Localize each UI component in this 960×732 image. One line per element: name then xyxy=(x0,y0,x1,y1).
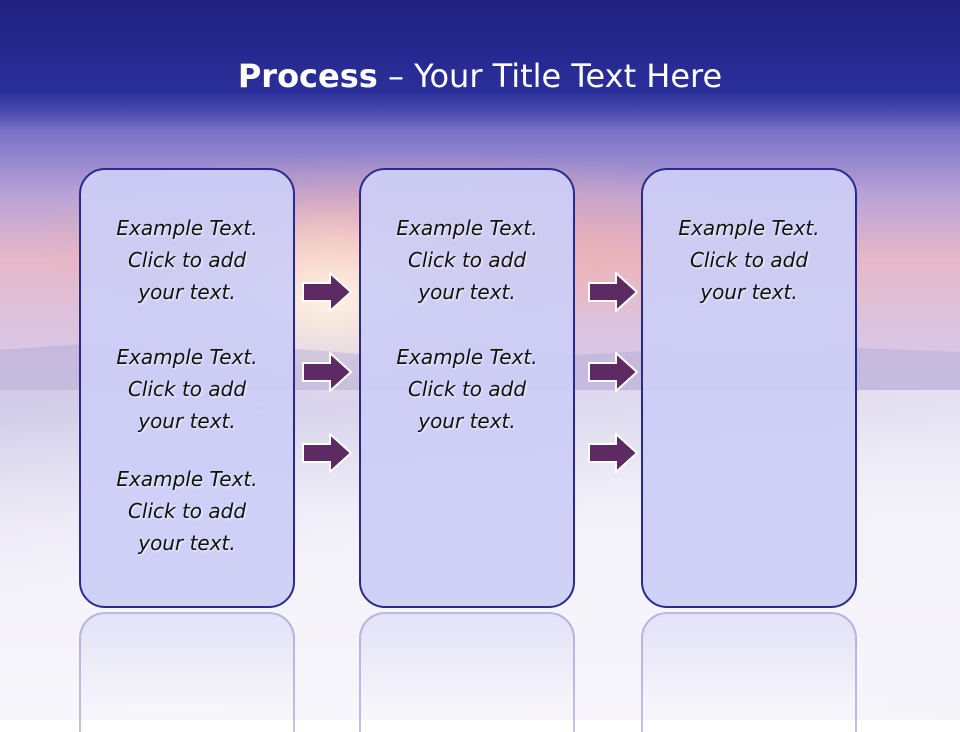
text-line: Example Text. xyxy=(116,216,258,240)
box-reflection xyxy=(79,612,295,732)
text-block[interactable]: Example Text. Click to add your text. xyxy=(361,341,573,437)
text-line: Click to add xyxy=(407,248,527,272)
text-line: your text. xyxy=(138,409,236,433)
text-line: your text. xyxy=(138,280,236,304)
text-line: your text. xyxy=(700,280,798,304)
text-line: Example Text. xyxy=(396,345,538,369)
title-bold: Process xyxy=(237,57,378,95)
right-arrow-icon xyxy=(588,352,638,392)
text-line: Click to add xyxy=(127,499,247,523)
slide-title[interactable]: Process – Your Title Text Here xyxy=(0,55,960,97)
text-block[interactable]: Example Text. Click to add your text. xyxy=(643,212,855,308)
text-block[interactable]: Example Text. Click to add your text. xyxy=(81,341,293,437)
text-line: your text. xyxy=(138,531,236,555)
right-arrow-icon xyxy=(302,433,352,473)
right-arrow-icon xyxy=(302,272,352,312)
title-rest: – Your Title Text Here xyxy=(377,57,723,95)
box-reflection xyxy=(359,612,575,732)
text-line: Example Text. xyxy=(396,216,538,240)
process-box-3[interactable]: Example Text. Click to add your text. xyxy=(641,168,857,608)
process-box-2[interactable]: Example Text. Click to add your text. Ex… xyxy=(359,168,575,608)
right-arrow-icon xyxy=(302,352,352,392)
process-box-1[interactable]: Example Text. Click to add your text. Ex… xyxy=(79,168,295,608)
text-line: your text. xyxy=(418,409,516,433)
text-block[interactable]: Example Text. Click to add your text. xyxy=(81,463,293,559)
text-line: Click to add xyxy=(689,248,809,272)
title-bar xyxy=(0,0,960,130)
text-line: Example Text. xyxy=(678,216,820,240)
text-line: Example Text. xyxy=(116,345,258,369)
text-block[interactable]: Example Text. Click to add your text. xyxy=(81,212,293,308)
text-line: Click to add xyxy=(127,248,247,272)
right-arrow-icon xyxy=(588,272,638,312)
text-block[interactable]: Example Text. Click to add your text. xyxy=(361,212,573,308)
box-reflection xyxy=(641,612,857,732)
text-line: your text. xyxy=(418,280,516,304)
text-line: Click to add xyxy=(407,377,527,401)
text-line: Example Text. xyxy=(116,467,258,491)
text-line: Click to add xyxy=(127,377,247,401)
right-arrow-icon xyxy=(588,433,638,473)
